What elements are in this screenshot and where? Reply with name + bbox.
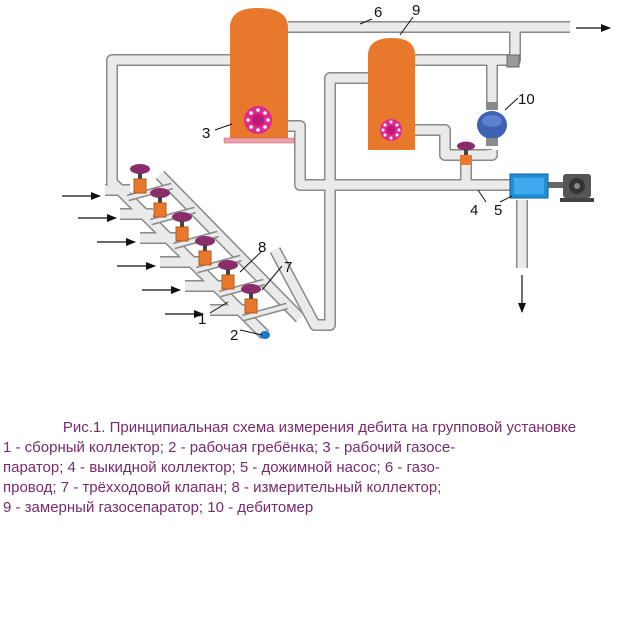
label-10: 10 xyxy=(518,91,535,108)
label-6: 6 xyxy=(374,4,382,21)
manhole-flange xyxy=(380,119,402,141)
caption-title: Рис.1. Принципиальная схема измерения де… xyxy=(62,419,577,436)
metering-gas-separator xyxy=(368,38,415,150)
label-4: 4 xyxy=(470,202,478,219)
control-valve xyxy=(457,141,475,165)
three-way-valve xyxy=(241,284,261,314)
three-way-valve xyxy=(172,212,192,242)
manhole-flange xyxy=(244,106,272,134)
caption-legend-line: 9 - замерный газосепаратор; 10 - дебитом… xyxy=(3,499,314,516)
booster-pump xyxy=(509,173,564,199)
three-way-valve xyxy=(195,236,215,266)
label-2: 2 xyxy=(230,327,238,344)
caption-legend-line: паратор; 4 - выкидной коллектор; 5 - дож… xyxy=(3,459,440,476)
three-way-valve xyxy=(150,188,170,218)
figure-caption: Рис.1. Принципиальная схема измерения де… xyxy=(0,418,639,518)
number-labels: 6 9 10 3 4 5 8 7 1 2 xyxy=(198,2,535,344)
label-9: 9 xyxy=(412,2,420,19)
three-way-valve xyxy=(218,260,238,290)
three-way-valves xyxy=(130,164,261,314)
working-gas-separator xyxy=(223,8,295,144)
label-3: 3 xyxy=(202,125,210,142)
caption-legend-line: 1 - сборный коллектор; 2 - рабочая гребё… xyxy=(3,439,456,456)
motor xyxy=(560,174,594,202)
collector-return-pipe xyxy=(106,54,230,185)
flow-meter xyxy=(477,102,507,146)
label-8: 8 xyxy=(258,239,266,256)
group-metering-diagram: 6 9 10 3 4 5 8 7 1 2 xyxy=(62,2,611,344)
label-7: 7 xyxy=(284,259,292,276)
label-1: 1 xyxy=(198,311,206,328)
gas-line-flange xyxy=(506,54,520,68)
leader-lines xyxy=(209,16,519,336)
comb-end-cap xyxy=(260,331,270,339)
caption-legend-line: провод; 7 - трёхходовой клапан; 8 - изме… xyxy=(3,479,442,496)
flow-arrows xyxy=(62,24,611,318)
measuring-collector-pipe xyxy=(269,72,368,331)
three-way-valve xyxy=(130,164,150,194)
pipelines xyxy=(105,21,570,340)
label-5: 5 xyxy=(494,202,502,219)
